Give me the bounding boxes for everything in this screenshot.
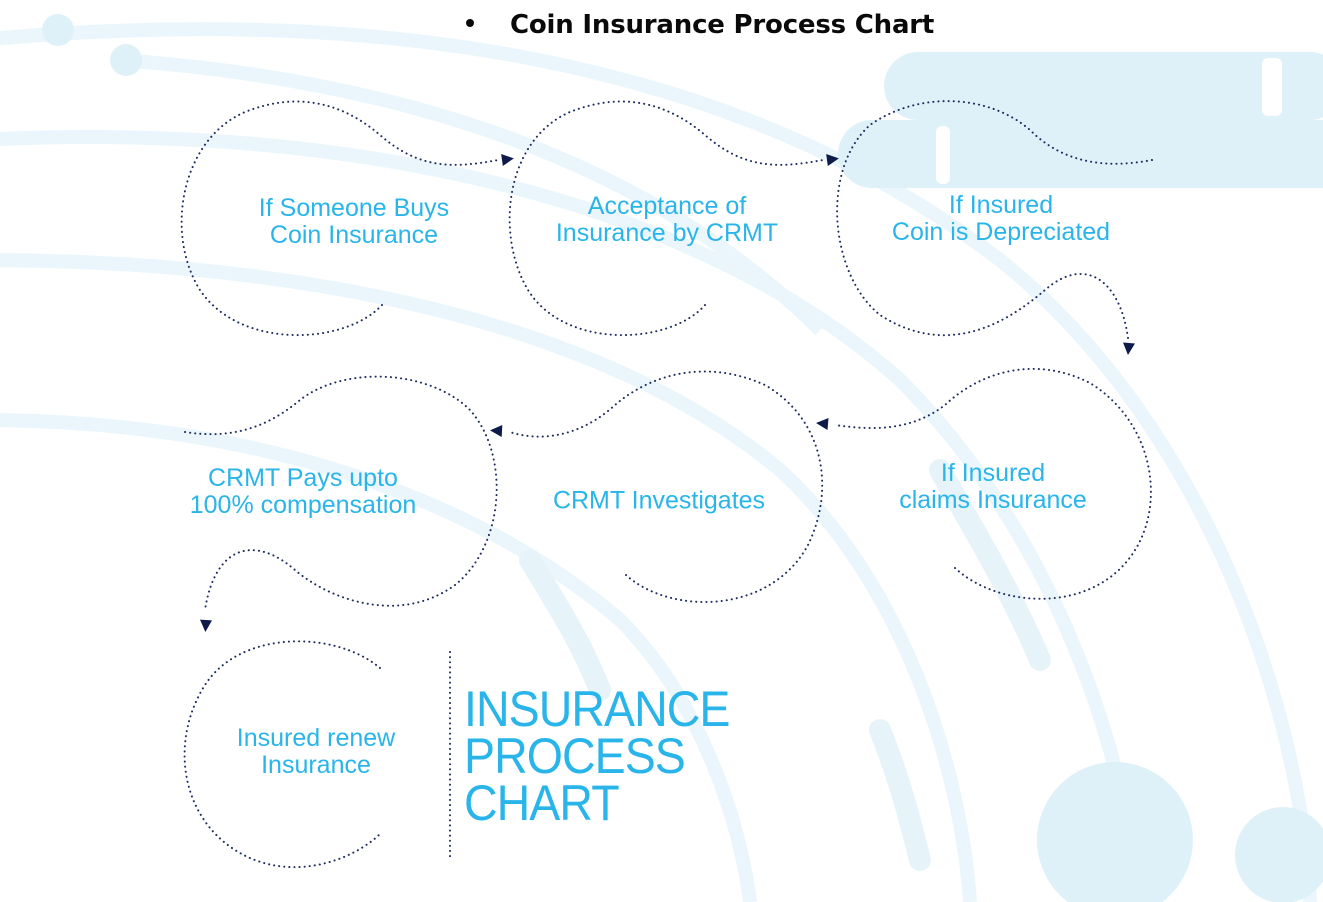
arrow-to-investigate — [816, 418, 829, 430]
step-label-line: 100% compensation — [189, 491, 417, 519]
arrow-to-renew — [200, 619, 212, 632]
step-label-line: CRMT Pays upto — [208, 464, 398, 492]
step-label-line: Coin is Depreciated — [891, 218, 1111, 246]
loop-step-claim — [834, 368, 1152, 600]
insurance-process-chart-title: INSURANCE PROCESS CHART — [464, 681, 730, 831]
step-label-line: CRMT Investigates — [552, 486, 766, 515]
step-label-line: Insurance by CRMT — [555, 219, 779, 247]
title-line: INSURANCE — [464, 681, 730, 737]
step-label-line: If Someone Buys — [258, 194, 450, 222]
arrow-to-claim — [1123, 342, 1135, 355]
step-label-line: If Insured — [948, 191, 1054, 219]
step-label-renew: Insured renew Insurance — [237, 725, 395, 779]
step-label-line: claims Insurance — [899, 486, 1087, 514]
loop-step-pays — [184, 375, 498, 611]
bullet-dot — [466, 18, 474, 27]
arrow-to-depreciated — [826, 154, 839, 166]
step-label-line: Acceptance of — [587, 192, 747, 220]
step-label-buy: If Someone Buys Coin Insurance — [259, 195, 449, 249]
page-heading: Coin Insurance Process Chart — [466, 10, 934, 40]
loop-step-accept — [508, 100, 824, 336]
page-heading-text: Coin Insurance Process Chart — [510, 10, 935, 40]
step-label-line: If Insured — [940, 459, 1046, 487]
title-line: CHART — [464, 775, 620, 831]
step-label-line: Insurance — [261, 751, 371, 779]
loop-step-renew — [183, 640, 383, 869]
step-label-line: Coin Insurance — [269, 221, 439, 249]
loop-step-investigate — [509, 370, 824, 604]
step-label-depreciated: If Insured Coin is Depreciated — [892, 192, 1110, 246]
step-label-investigate: CRMT Investigates — [552, 486, 766, 515]
step-label-accept: Acceptance of Insurance by CRMT — [556, 193, 778, 247]
step-label-claim: If Insured claims Insurance — [899, 460, 1087, 514]
arrow-to-pays — [490, 425, 503, 437]
step-label-line: Insured renew — [236, 724, 396, 752]
loop-step-buy — [180, 100, 499, 336]
title-line: PROCESS — [464, 728, 686, 784]
step-label-pays: CRMT Pays upto 100% compensation — [190, 465, 417, 519]
arrow-to-accept — [501, 154, 514, 166]
